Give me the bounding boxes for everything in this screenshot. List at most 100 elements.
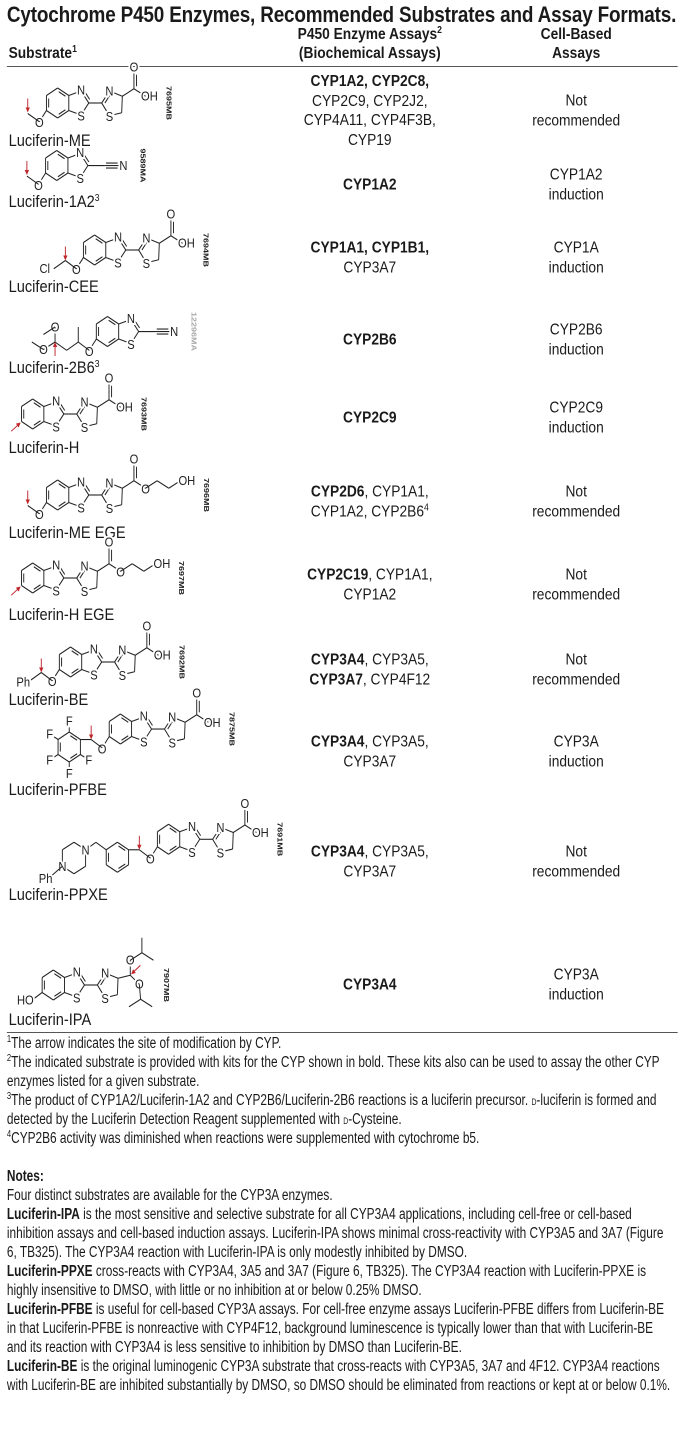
atom-label: S	[127, 337, 134, 352]
bond	[76, 972, 85, 986]
bond	[93, 661, 103, 675]
atom-label: S	[52, 584, 59, 599]
bond	[70, 669, 82, 678]
bond	[90, 739, 103, 749]
bond	[83, 482, 91, 492]
atom-label: O	[35, 507, 44, 522]
bond	[167, 720, 174, 730]
atom-label: OH	[178, 473, 195, 488]
bond	[156, 480, 169, 489]
atom-label: O	[34, 178, 43, 193]
bond	[157, 846, 169, 855]
atom-label: S	[81, 584, 88, 599]
atom-label: N	[105, 476, 113, 491]
bond	[38, 172, 46, 185]
bond	[54, 991, 62, 997]
substrate-name: Luciferin-PFBE	[8, 780, 107, 799]
bond	[58, 483, 66, 489]
bond	[220, 826, 234, 834]
atom-label: F	[66, 713, 73, 728]
atom-label: O	[35, 115, 44, 130]
atom-label: Ph	[39, 871, 53, 886]
bond	[141, 952, 154, 961]
bond	[84, 423, 97, 428]
substrate-name: Luciferin-ME EGE	[8, 523, 126, 542]
bond	[122, 671, 135, 676]
bond	[53, 992, 65, 1001]
bond	[43, 341, 56, 351]
bond	[70, 735, 78, 741]
bond	[84, 401, 98, 408]
bond	[118, 319, 132, 325]
bond	[21, 585, 33, 594]
bond	[184, 714, 197, 723]
bond	[159, 235, 172, 244]
atom-label: S	[73, 991, 80, 1006]
bond	[104, 972, 119, 979]
catalog-code: 7692MB	[178, 645, 187, 679]
atom-label: OH	[154, 648, 171, 663]
notes-intro: Four distinct substrates are available f…	[6, 1187, 333, 1204]
bond	[96, 338, 108, 348]
atom-label: S	[106, 501, 113, 516]
p450-enzymes: CYP1A2, CYP2C8,CYP2C9, CYP2J2,CYP4A11, C…	[303, 73, 436, 149]
p450-enzymes: CYP2C9	[343, 409, 397, 427]
bond	[149, 846, 158, 859]
atom-label: F	[66, 766, 73, 781]
bond	[62, 841, 75, 851]
bond	[105, 994, 118, 999]
footnote-1: 1The arrow indicates the site of modific…	[6, 1034, 282, 1053]
catalog-code: 9589MA	[139, 149, 148, 183]
substrate-name: Luciferin-H EGE	[8, 605, 115, 624]
bond	[26, 175, 39, 185]
bond	[51, 865, 63, 876]
bond	[141, 241, 148, 251]
bond	[168, 823, 180, 833]
substrate-name: Luciferin-CEE	[8, 277, 99, 296]
notes-heading: Notes:	[6, 1168, 44, 1185]
note-pfbe: Luciferin-PFBE is useful for cell-based …	[6, 1301, 665, 1356]
atom-label: O	[48, 674, 57, 689]
bond	[64, 972, 77, 979]
bond	[108, 399, 121, 408]
bond	[43, 401, 57, 408]
bond	[68, 109, 82, 116]
bond	[212, 826, 221, 840]
atom-label: O	[192, 686, 201, 701]
bond	[168, 480, 181, 489]
header-p450: P450 Enzyme Assays2 (Biochemical Assays)	[297, 25, 442, 63]
catalog-code: 7693MB	[140, 397, 149, 431]
atom-label: N	[114, 230, 122, 245]
atom-label: N	[80, 559, 88, 574]
atom-label: S	[76, 171, 83, 186]
bond	[101, 736, 110, 749]
bond	[31, 341, 44, 351]
bond	[143, 716, 152, 730]
bond	[46, 502, 58, 511]
bond	[88, 338, 97, 351]
bond	[168, 846, 180, 855]
bond	[191, 826, 201, 840]
bond	[68, 90, 82, 97]
atom-label: O	[85, 344, 94, 359]
bond	[93, 649, 103, 663]
bond	[118, 845, 126, 852]
atom-label: S	[217, 846, 224, 861]
atom-label: S	[106, 109, 113, 124]
catalog-code: 7875MB	[228, 712, 237, 746]
bond	[58, 109, 66, 115]
atom-label: N	[140, 709, 148, 724]
bond	[80, 494, 90, 508]
substrate-name: Luciferin-IPA	[8, 1010, 92, 1029]
notes-section: Notes: Four distinct substrates are avai…	[7, 1167, 674, 1395]
catalog-code: 7694MB	[202, 233, 211, 267]
bond	[76, 401, 85, 415]
bond	[101, 90, 110, 104]
bond	[96, 316, 108, 325]
